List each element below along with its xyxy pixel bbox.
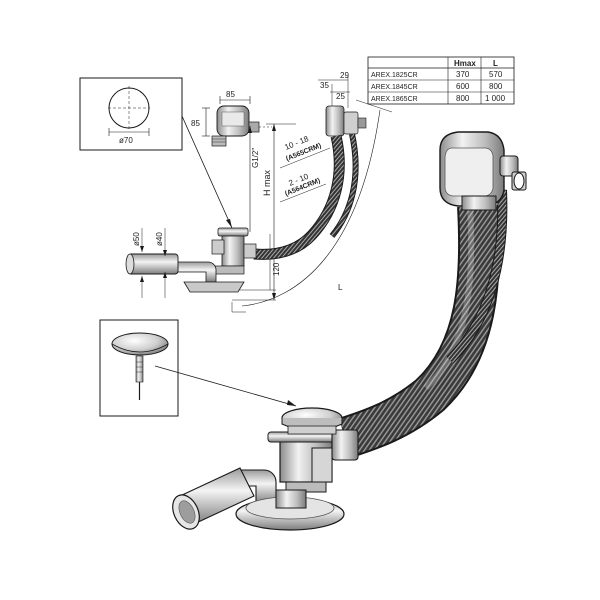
spec-table: Hmax L AREX.1825CR 370 570 AREX.1845CR 6… (367, 56, 515, 105)
spec-header-l: L (493, 59, 498, 68)
dim-29-label: 29 (340, 71, 349, 80)
pipe-40-label: ø40 (155, 232, 164, 246)
plug-detail-box (99, 319, 297, 417)
dim-35-label: 35 (320, 81, 329, 90)
overflow-height-label: 85 (191, 119, 200, 128)
spec-row-3-hmax: 800 (456, 94, 470, 103)
thread-label: G1/2" (251, 148, 260, 168)
pipe-50-label: ø50 (132, 232, 141, 246)
cover-detail-box: ø70 (79, 77, 233, 229)
spec-row-1-hmax: 370 (456, 70, 470, 79)
dim-25-label: 25 (336, 92, 345, 101)
spec-row-3-model: AREX.1865CR (371, 96, 418, 103)
large-assembly (172, 131, 527, 531)
hmax-label: H max (262, 169, 272, 196)
overflow-width-label: 85 (226, 90, 235, 99)
spec-header-hmax: Hmax (454, 59, 476, 68)
spec-row-2-model: AREX.1845CR (371, 84, 418, 91)
length-l-small-label: L (338, 283, 343, 292)
overflow-head-small: 85 85 (191, 90, 272, 147)
spec-table-frame (367, 56, 515, 105)
spec-row-1-l: 570 (489, 70, 503, 79)
cover-diameter-label: ø70 (119, 136, 133, 145)
spec-row-2-l: 800 (489, 82, 503, 91)
spec-row-1-model: AREX.1825CR (371, 72, 418, 79)
spec-row-3-l: 1 000 (485, 94, 506, 103)
spec-row-2-hmax: 600 (456, 82, 470, 91)
height-120-label: 120 (272, 262, 281, 276)
